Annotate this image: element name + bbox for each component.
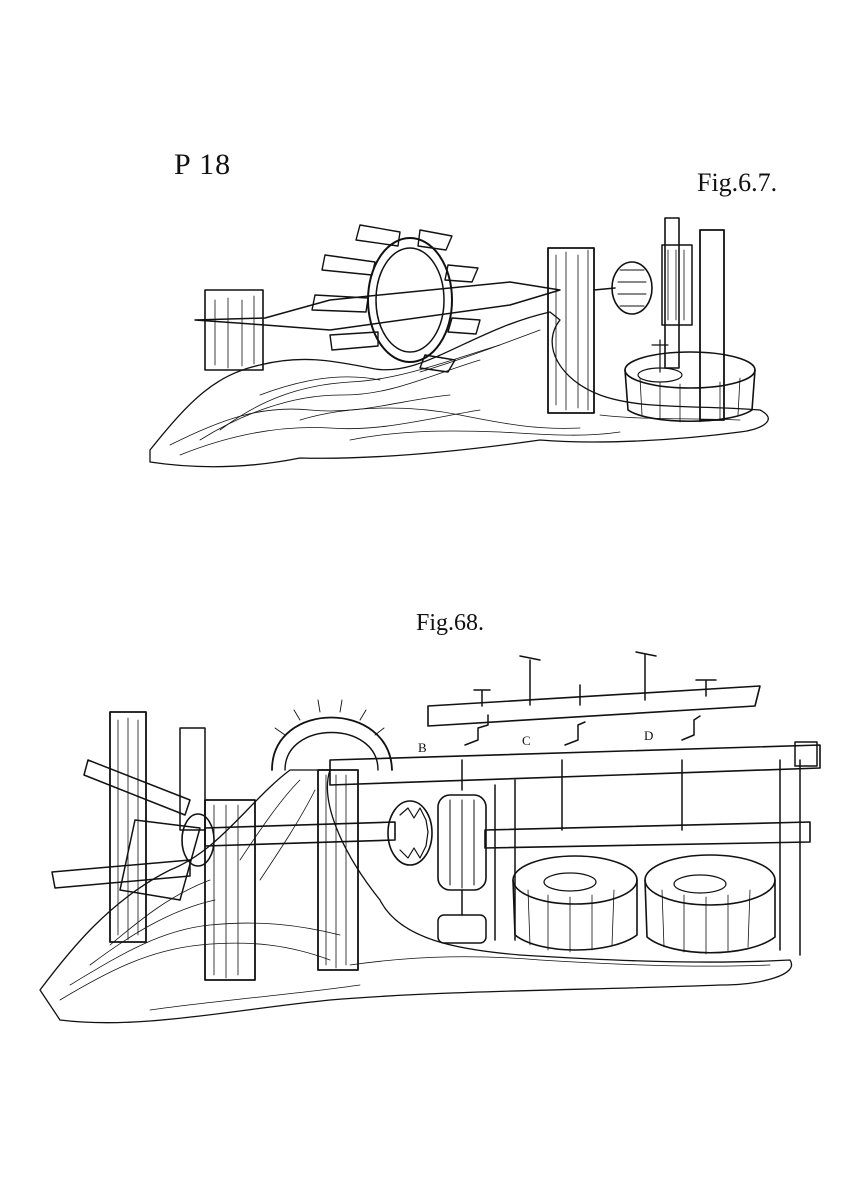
page-number: P 18 [174,148,232,181]
water-hatching-lower [59,779,771,1011]
figure-67-illustration [149,217,769,468]
water-hatching [169,329,741,456]
label-d: D [644,728,653,743]
figure-68-illustration [39,651,821,1024]
figure-67-caption: Fig.6.7. [697,168,778,197]
label-b: B [418,740,427,755]
label-c: C [522,733,531,748]
figure-68-caption: Fig.68. [416,610,485,636]
